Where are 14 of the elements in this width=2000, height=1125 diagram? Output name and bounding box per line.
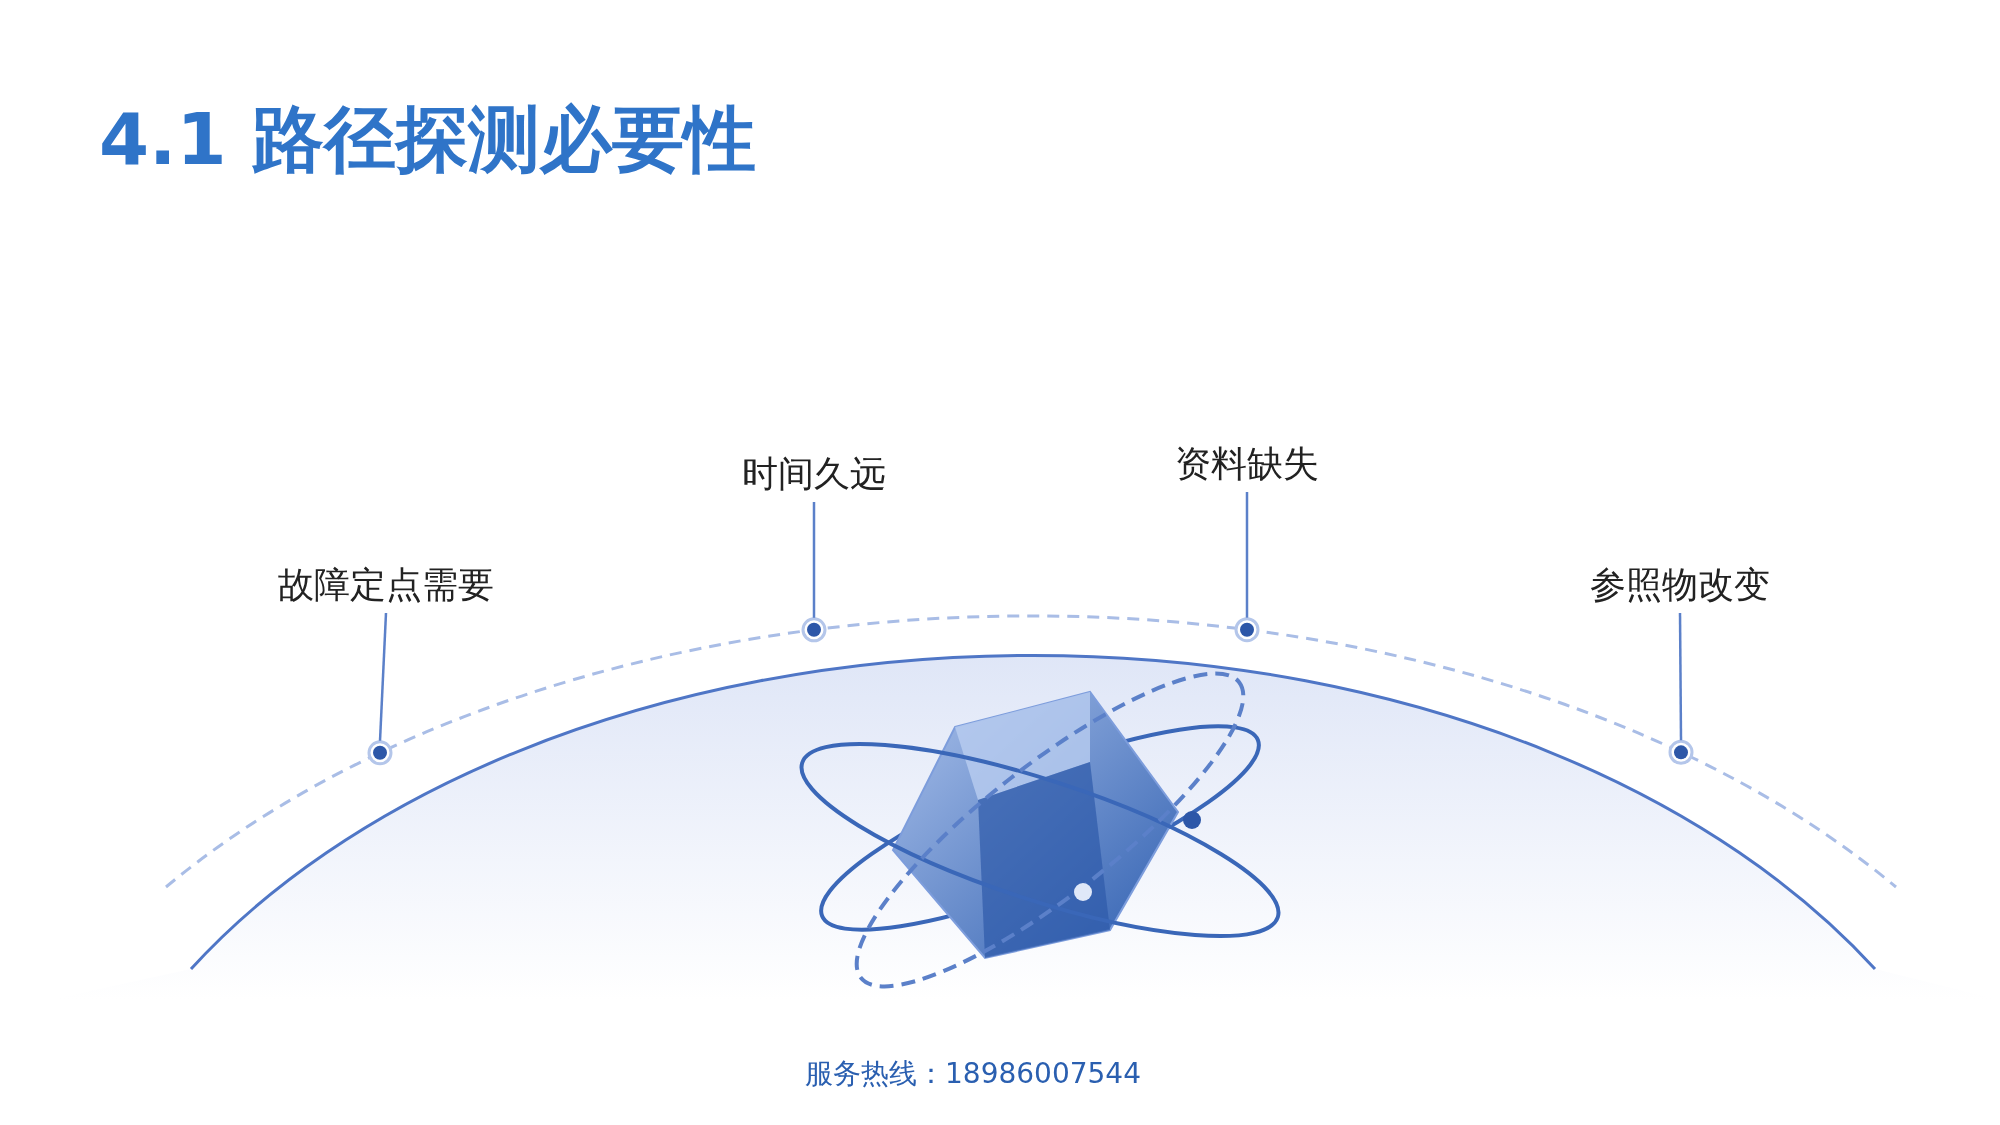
point-label: 资料缺失 xyxy=(1175,440,1319,489)
marker-dot xyxy=(1668,739,1694,765)
slide-title: 4.1 路径探测必要性 xyxy=(99,96,756,183)
marker-dot xyxy=(801,617,827,643)
marker-dot xyxy=(1234,617,1260,643)
leader-line xyxy=(1245,492,1249,618)
point-label: 时间久远 xyxy=(742,450,886,499)
point-label: 参照物改变 xyxy=(1590,561,1770,610)
leader-line xyxy=(1678,613,1683,741)
marker-dot xyxy=(367,740,393,766)
leader-line xyxy=(378,612,388,741)
leader-line xyxy=(812,502,816,618)
footer-text: 服务热线：18986007544 xyxy=(805,1056,1141,1092)
point-label: 故障定点需要 xyxy=(278,561,494,610)
